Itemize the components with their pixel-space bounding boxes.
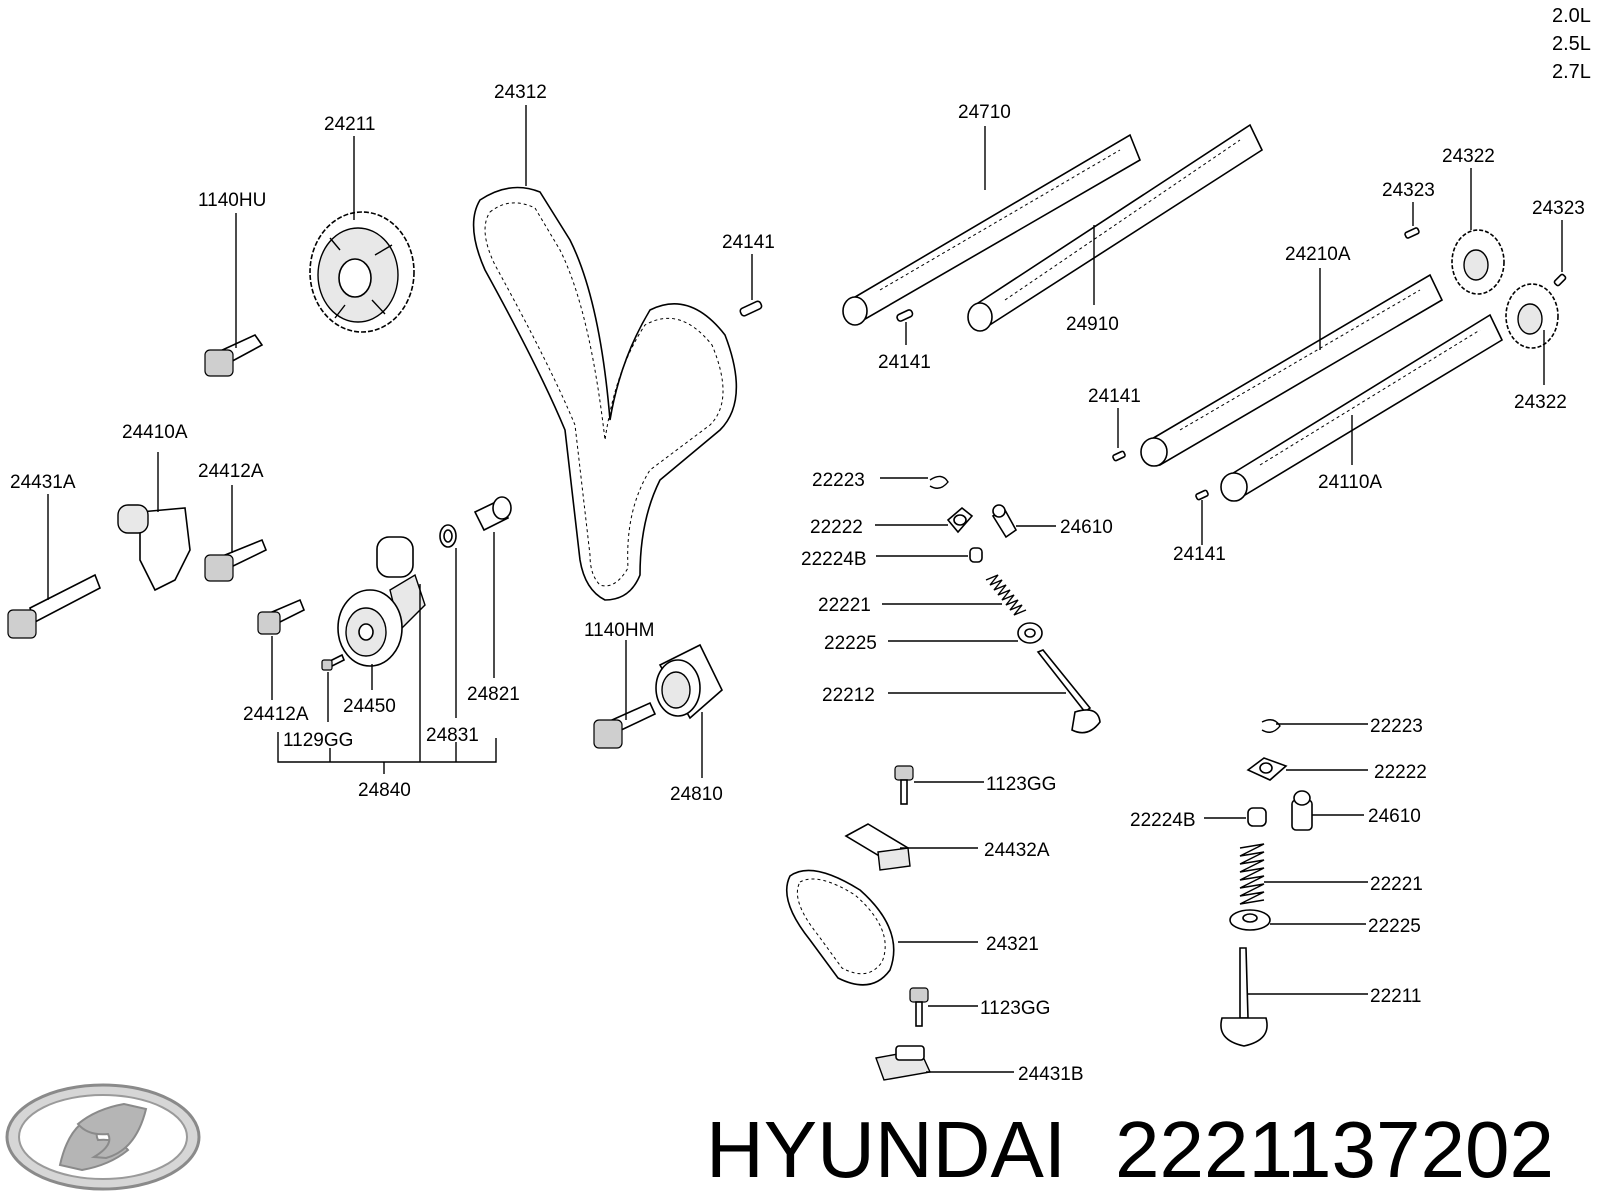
callout-24141-b: 24141 (878, 352, 931, 373)
engine-variant-2-0l: 2.0L (1552, 5, 1591, 27)
valve-keeper-22223-a: 22223 (812, 470, 949, 491)
camshaft-24210a: 24210A (1140, 244, 1444, 467)
bolt-1123gg-a: 1123GG (894, 765, 1056, 805)
bushing-24821: 24821 (467, 496, 520, 705)
callout-24141-c: 24141 (1088, 386, 1141, 407)
callout-24211: 24211 (324, 114, 375, 135)
callout-24323-a: 24323 (1382, 180, 1435, 201)
callout-24312: 24312 (494, 82, 547, 103)
bolt-24412a-b: 24412A (243, 598, 309, 725)
callout-22224b-a: 22224B (801, 549, 867, 570)
part-number: 2221137202 (1115, 1105, 1554, 1194)
callout-24431b: 24431B (1018, 1064, 1084, 1085)
callout-22224b-b: 22224B (1130, 810, 1196, 831)
tensioner-24431b: 24431B (875, 1045, 1084, 1085)
idler-pulley-24810: 24810 (655, 643, 723, 805)
callout-24810: 24810 (670, 784, 723, 805)
callout-24431a: 24431A (10, 472, 76, 493)
callout-24141-a: 24141 (722, 232, 775, 253)
valve-seal-22224b-b: 22224B (1130, 807, 1267, 831)
lifter-24610-b: 24610 (1291, 790, 1421, 831)
camshaft-24910: 24910 (967, 123, 1264, 335)
exhaust-valve-22211: 22211 (1220, 947, 1421, 1047)
callout-22223-a: 22223 (812, 470, 865, 491)
callout-24432a: 24432A (984, 840, 1050, 861)
timing-belt-24312: 24312 (472, 82, 738, 601)
brand-name: HYUNDAI (706, 1105, 1066, 1194)
timing-chain-24321: 24321 (786, 869, 1039, 986)
key-24323-b: 24323 (1532, 198, 1585, 287)
callout-24412a-b: 24412A (243, 704, 309, 725)
chain-guide-24432a: 24432A (844, 823, 1050, 871)
hyundai-logo (5, 1083, 201, 1191)
callout-22221-b: 22221 (1370, 874, 1423, 895)
callout-24610-b: 24610 (1368, 806, 1421, 827)
callout-1123gg-a: 1123GG (986, 774, 1056, 795)
camshaft-24110a: 24110A (1220, 313, 1504, 502)
callout-1123gg-b: 1123GG (980, 998, 1050, 1019)
engine-variant-2-5l: 2.5L (1552, 33, 1591, 55)
callout-22211: 22211 (1370, 986, 1421, 1007)
lifter-24610-a: 24610 (991, 504, 1113, 539)
pin-24141-b: 24141 (878, 309, 931, 373)
callout-22212: 22212 (822, 685, 875, 706)
callout-24322-a: 24322 (1442, 146, 1495, 167)
callout-1140hu: 1140HU (198, 190, 266, 211)
tensioner-24410a: 24410A (117, 422, 191, 592)
bolt-1123gg-b: 1123GG (909, 987, 1050, 1027)
idler-pulley-24450: 24450 (337, 536, 426, 717)
spring-retainer-22222-b: 22222 (1246, 757, 1427, 783)
callout-24710: 24710 (958, 102, 1011, 123)
bolt-24431a: 24431A (7, 472, 102, 639)
callout-24910: 24910 (1066, 314, 1119, 335)
spring-retainer-22222-a: 22222 (810, 506, 974, 538)
callout-24450: 24450 (343, 696, 396, 717)
camshaft-24710: 24710 (842, 102, 1141, 326)
camshaft-sprocket-24211: 24211 (309, 114, 415, 333)
engine-variants: 2.0L 2.5L 2.7L (1552, 5, 1591, 83)
callout-24840: 24840 (358, 780, 411, 801)
callout-22225-a: 22225 (824, 633, 877, 654)
callout-24210a: 24210A (1285, 244, 1351, 265)
valve-spring-22221-b: 22221 (1239, 843, 1423, 905)
spring-seat-22225-a: 22225 (824, 622, 1043, 654)
callout-22223-b: 22223 (1370, 716, 1423, 737)
small-bolt-1129gg: 1129GG (283, 653, 353, 751)
callout-24821: 24821 (467, 684, 520, 705)
callout-1129gg: 1129GG (283, 730, 353, 751)
callout-22222-a: 22222 (810, 517, 863, 538)
valve-spring-22221-a: 22221 (818, 574, 1027, 616)
washer-24831: 24831 (426, 524, 479, 746)
pin-24141-a: 24141 (722, 232, 775, 317)
callout-24110a: 24110A (1318, 472, 1382, 493)
cam-gear-24322-a: 24322 (1442, 146, 1505, 295)
valve-keeper-22223-b: 22223 (1261, 716, 1423, 737)
bolt-1140hm: 1140HM (584, 620, 657, 749)
valve-seal-22224b-a: 22224B (801, 547, 983, 570)
intake-valve-22212: 22212 (822, 649, 1101, 734)
spring-seat-22225-b: 22225 (1229, 909, 1421, 937)
callout-22222-b: 22222 (1374, 762, 1427, 783)
pin-24141-c: 24141 (1088, 386, 1141, 462)
callout-24610-a: 24610 (1060, 517, 1113, 538)
callout-24410a: 24410A (122, 422, 188, 443)
callout-22221-a: 22221 (818, 595, 871, 616)
callout-24323-b: 24323 (1532, 198, 1585, 219)
bolt-1140hu: 1140HU (198, 190, 266, 377)
callout-24321: 24321 (986, 934, 1039, 955)
callout-24831: 24831 (426, 725, 479, 746)
callout-24141-d: 24141 (1173, 544, 1226, 565)
callout-24412a-a: 24412A (198, 461, 264, 482)
callout-24322-b: 24322 (1514, 392, 1567, 413)
assembly-bracket-24840: 24840 (277, 584, 497, 801)
bolt-24412a-a: 24412A (198, 461, 268, 582)
key-24323-a: 24323 (1382, 180, 1435, 239)
pin-24141-d: 24141 (1173, 489, 1226, 565)
engine-variant-2-7l: 2.7L (1552, 61, 1591, 83)
callout-22225-b: 22225 (1368, 916, 1421, 937)
callout-1140hm: 1140HM (584, 620, 654, 641)
cam-gear-24322-b: 24322 (1505, 283, 1567, 413)
